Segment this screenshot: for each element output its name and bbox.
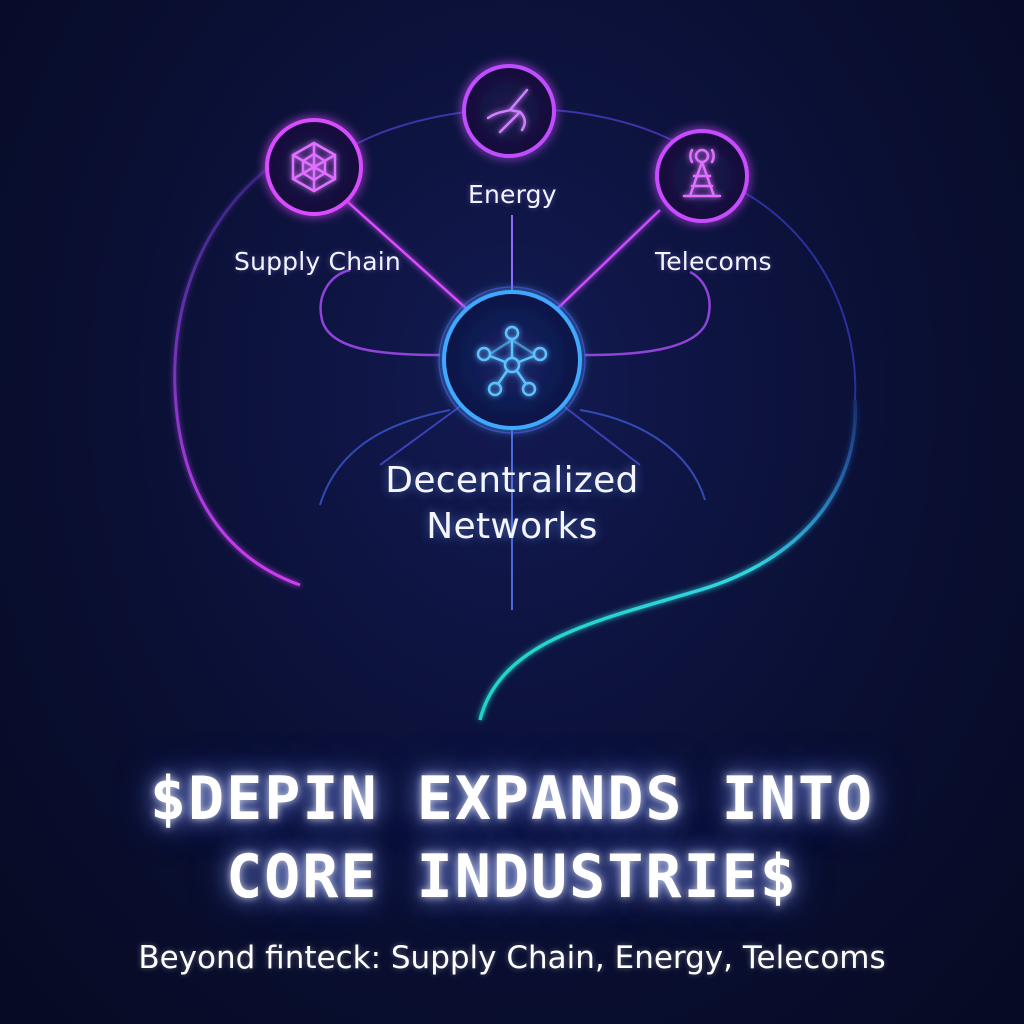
- spoke-telecoms: [557, 209, 661, 309]
- center-label: Decentralized Networks: [362, 458, 662, 550]
- center-label-line2: Networks: [426, 506, 598, 547]
- headline: $DEPIN EXPANDS INTO CORE INDUSTRIE$: [0, 760, 1024, 916]
- headline-line2: CORE INDUSTRIE$: [226, 842, 798, 912]
- web-icon: [291, 141, 337, 193]
- label-telecoms: Telecoms: [655, 247, 772, 276]
- subtitle: Beyond finteck: Supply Chain, Energy, Te…: [138, 940, 886, 976]
- lightning-icon: [486, 88, 529, 134]
- teal-flow-curve: [478, 399, 857, 721]
- outer-arc-left: [173, 128, 336, 587]
- node-supply-chain: [265, 118, 363, 216]
- spoke-down-left: [379, 404, 463, 466]
- lower-arc: [319, 409, 706, 506]
- network-hub-icon: [476, 325, 548, 397]
- node-telecoms: [655, 129, 749, 223]
- node-energy: [462, 64, 556, 158]
- headline-line1: $DEPIN EXPANDS INTO: [149, 764, 875, 834]
- spoke-down-right: [561, 404, 641, 466]
- node-decentralized-networks: [438, 286, 586, 434]
- center-label-line1: Decentralized: [385, 460, 639, 501]
- inner-loop-right: [584, 270, 711, 357]
- spoke-supply-chain: [339, 194, 469, 311]
- inner-loop-left: [319, 268, 441, 357]
- label-supply-chain: Supply Chain: [234, 247, 401, 276]
- label-energy: Energy: [468, 180, 557, 209]
- tower-icon: [682, 148, 722, 198]
